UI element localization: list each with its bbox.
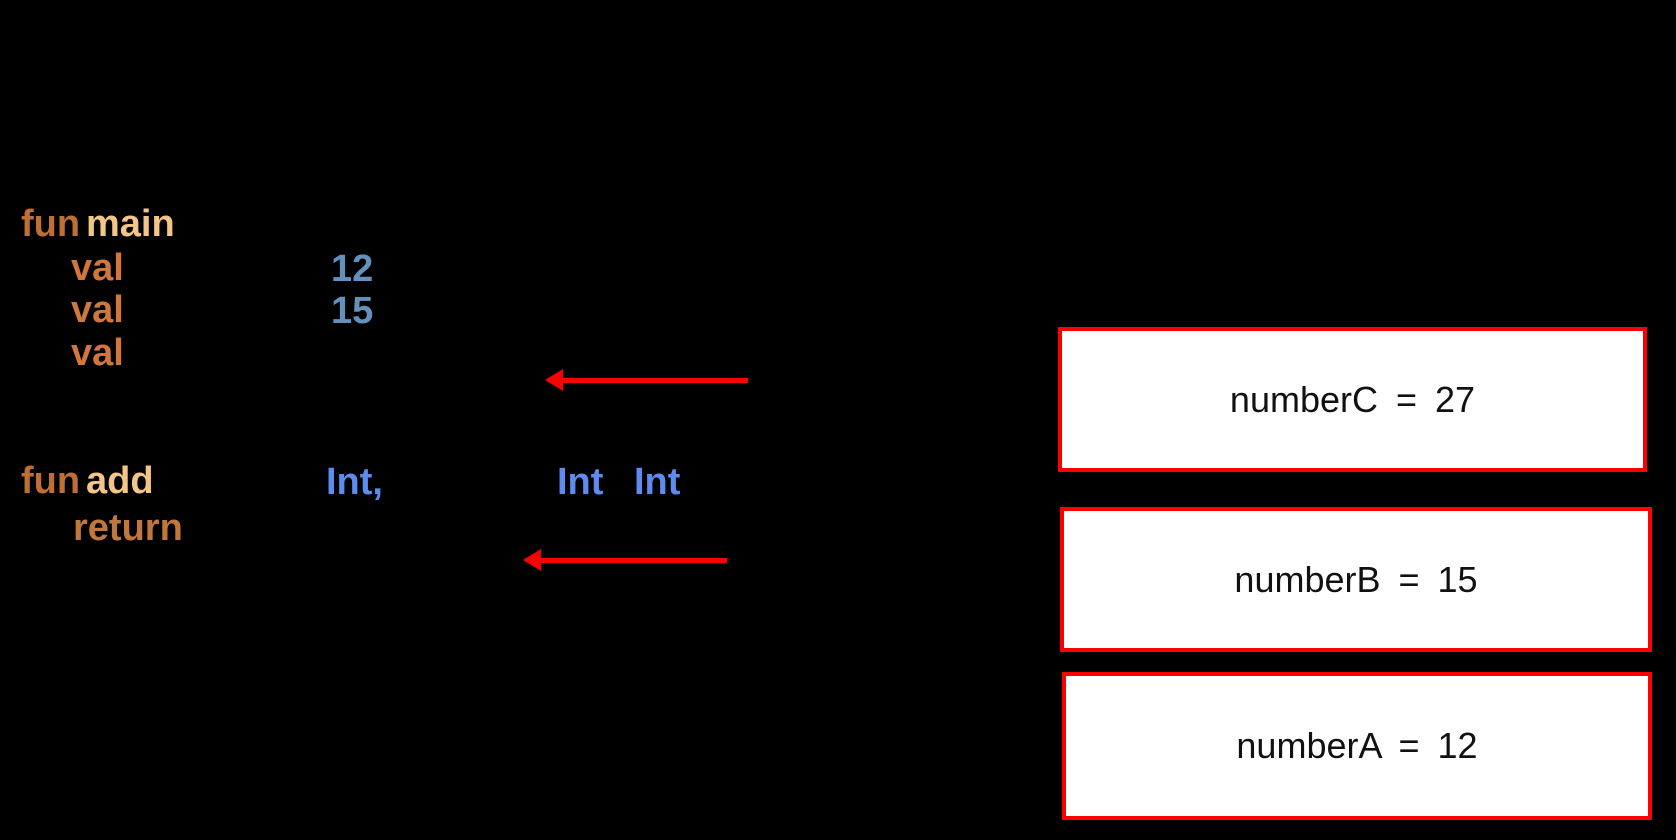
type-int-param1: Int, (326, 461, 383, 503)
stack-frame-numberA: numberA = 12 (1062, 672, 1652, 820)
arrowhead-icon (523, 549, 541, 571)
stack-frame-label: numberC = 27 (1229, 378, 1476, 420)
function-name-main: main (86, 203, 175, 245)
type-int-param2: Int (557, 461, 604, 503)
arrow-shaft (563, 377, 748, 383)
keyword-val-2: val (71, 289, 124, 331)
red-arrow-top (545, 369, 748, 391)
literal-12: 12 (331, 248, 374, 290)
stack-frame-label: numberA = 12 (1236, 725, 1478, 766)
literal-15: 15 (331, 290, 374, 332)
arrow-shaft (541, 557, 727, 563)
red-arrow-bottom (523, 549, 727, 571)
keyword-val-1: val (71, 247, 124, 289)
arrowhead-icon (545, 369, 563, 391)
keyword-return: return (73, 507, 183, 549)
keyword-fun-main: fun (21, 203, 81, 245)
function-name-add: add (86, 460, 154, 502)
keyword-fun-add: fun (21, 460, 81, 502)
type-int-return: Int (634, 461, 681, 503)
stack-frame-label: numberB = 15 (1234, 558, 1478, 600)
keyword-val-3: val (71, 332, 124, 374)
stack-frame-numberC: numberC = 27 (1058, 327, 1647, 472)
stack-frame-numberB: numberB = 15 (1060, 507, 1652, 652)
